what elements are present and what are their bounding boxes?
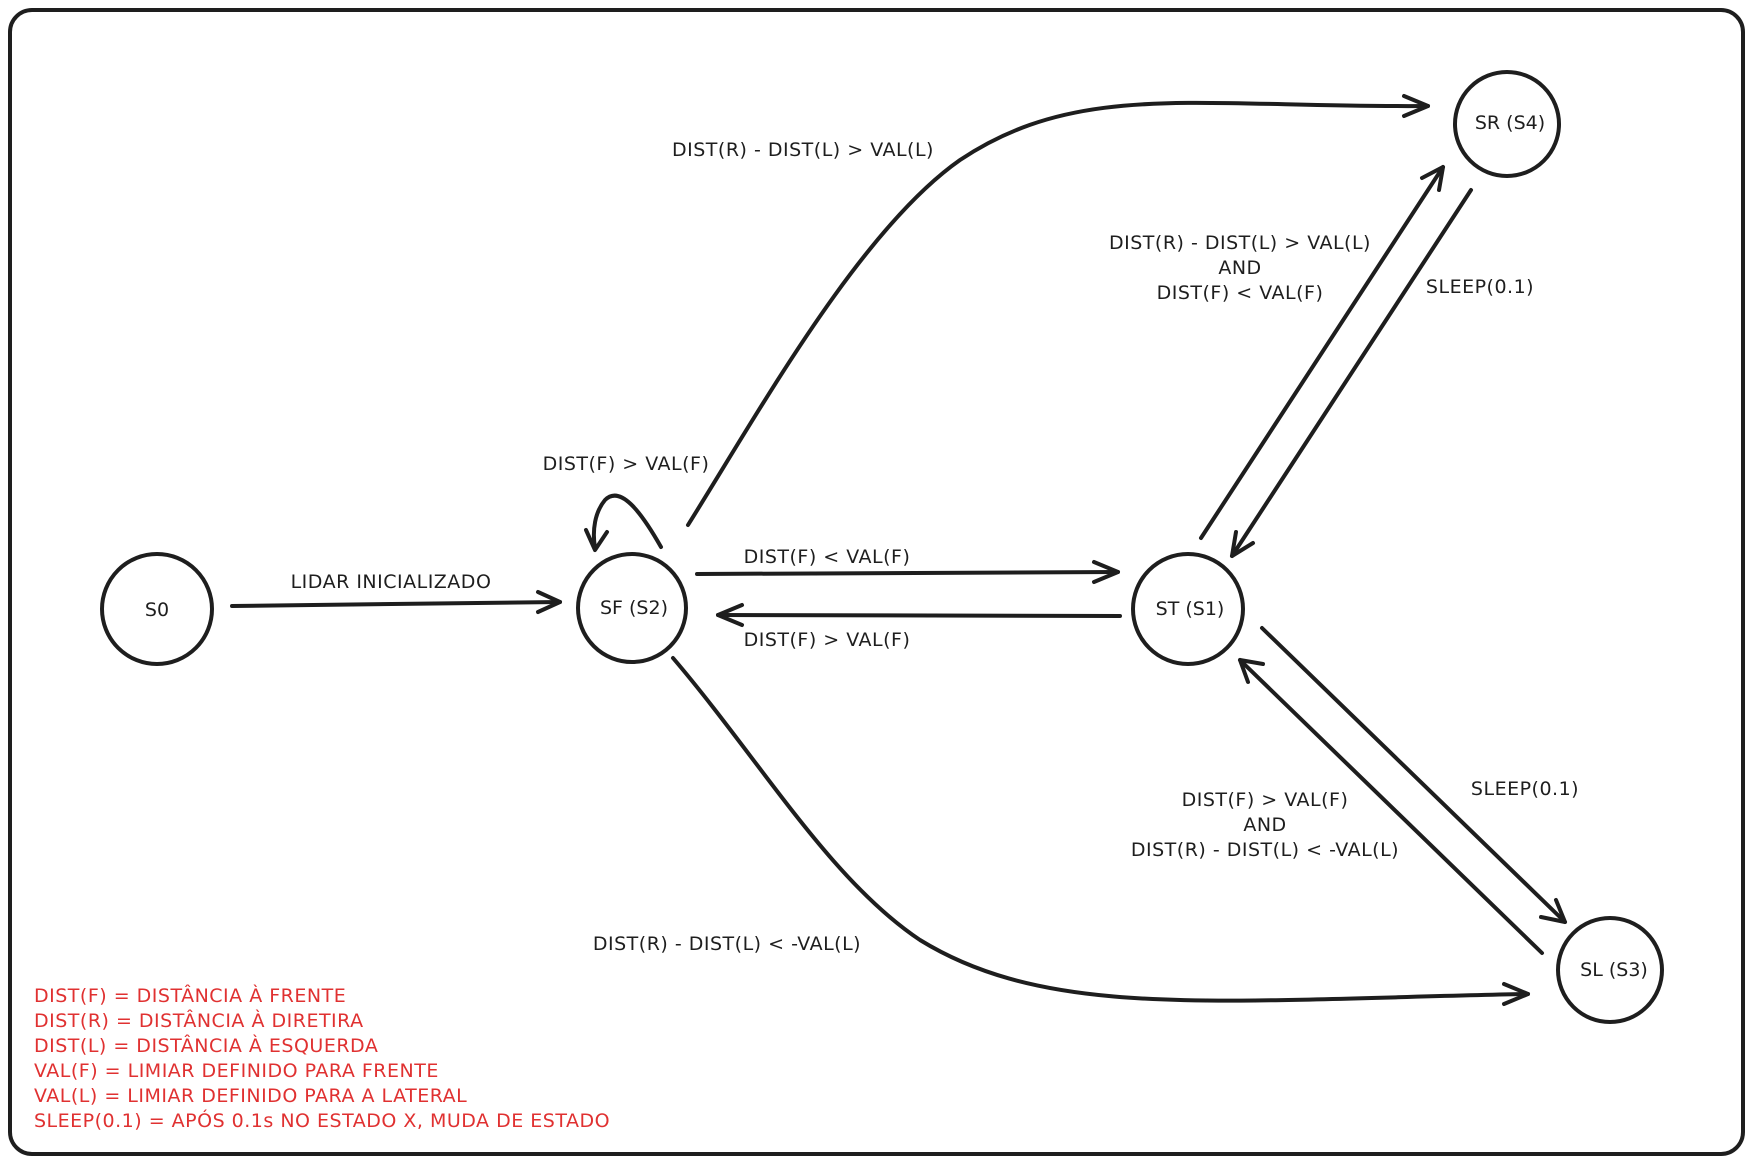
label-sl-st-line-3: DIST(R) - DIST(L) < -VAL(L) [1131, 839, 1399, 861]
legend-line-val-l: VAL(L) = LIMIAR DEFINIDO PARA A LATERAL [34, 1085, 467, 1107]
state-s0: S0 [100, 552, 214, 666]
state-sl-label: SL (S3) [1580, 959, 1648, 981]
label-sr-st: SLEEP(0.1) [1426, 276, 1534, 298]
edge-s0-to-sf [230, 590, 562, 614]
label-sf-self: DIST(F) > VAL(F) [543, 453, 710, 475]
edge-sf-to-st [695, 560, 1120, 584]
label-sl-st-line-1: DIST(F) > VAL(F) [1182, 789, 1349, 811]
label-sf-sr: DIST(R) - DIST(L) > VAL(L) [672, 139, 934, 161]
state-sl: SL (S3) [1556, 916, 1664, 1024]
edge-sf-self-loop [584, 493, 663, 552]
legend-line-sleep: SLEEP(0.1) = APÓS 0.1s NO ESTADO X, MUDA… [34, 1108, 610, 1132]
label-st-sr-line-2: AND [1218, 257, 1261, 279]
legend-line-dist-f: DIST(F) = DISTÂNCIA À FRENTE [34, 984, 346, 1007]
edge-sf-to-sl [671, 656, 1530, 1006]
legend-line-val-f: VAL(F) = LIMIAR DEFINIDO PARA FRENTE [34, 1060, 439, 1082]
edge-st-to-sf [716, 603, 1122, 627]
label-st-sl: SLEEP(0.1) [1471, 778, 1579, 800]
edge-st-to-sr [1199, 165, 1445, 540]
label-s0-sf: LIDAR INICIALIZADO [291, 571, 492, 593]
state-sr-label: SR (S4) [1475, 112, 1545, 134]
label-sl-st-line-2: AND [1243, 814, 1286, 836]
legend-line-dist-l: DIST(L) = DISTÂNCIA À ESQUERDA [34, 1034, 378, 1057]
label-st-sr-line-1: DIST(R) - DIST(L) > VAL(L) [1109, 232, 1371, 254]
label-sf-sl: DIST(R) - DIST(L) < -VAL(L) [593, 933, 861, 955]
legend-line-dist-r: DIST(R) = DISTÂNCIA À DIRETIRA [34, 1009, 364, 1032]
state-s0-label: S0 [145, 599, 169, 621]
state-sf: SF (S2) [576, 552, 688, 664]
edge-sl-to-st [1238, 658, 1544, 955]
edge-sf-to-sr [686, 94, 1430, 527]
label-st-sr: DIST(R) - DIST(L) > VAL(L) AND DIST(F) <… [1109, 232, 1371, 304]
label-sf-st: DIST(F) < VAL(F) [744, 546, 911, 568]
edge-st-to-sl [1260, 626, 1567, 924]
state-st: ST (S1) [1131, 552, 1245, 666]
state-sf-label: SF (S2) [600, 597, 668, 619]
state-sr: SR (S4) [1453, 70, 1561, 178]
state-st-label: ST (S1) [1156, 598, 1225, 620]
diagram-frame [8, 8, 1745, 1156]
legend: DIST(F) = DISTÂNCIA À FRENTE DIST(R) = D… [34, 984, 610, 1132]
label-sl-st: DIST(F) > VAL(F) AND DIST(R) - DIST(L) <… [1131, 789, 1399, 861]
edge-sr-to-st [1230, 188, 1473, 558]
label-st-sr-line-3: DIST(F) < VAL(F) [1157, 282, 1324, 304]
label-st-sf: DIST(F) > VAL(F) [744, 629, 911, 651]
